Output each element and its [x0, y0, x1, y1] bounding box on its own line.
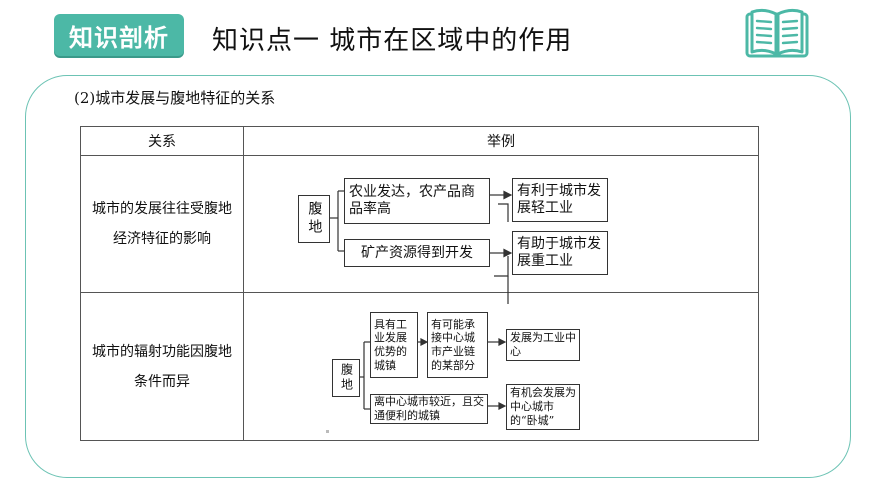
open-book-icon [745, 8, 809, 58]
section-subheading: (2)城市发展与腹地特征的关系 [74, 89, 276, 107]
result-node: 有机会发展为中心城市的“卧城” [506, 384, 580, 430]
result-node: 有利于城市发展轻工业 [512, 178, 608, 222]
feature-node: 具有工业发展优势的城镇 [370, 312, 418, 378]
table-header-row: 关系 举例 [80, 126, 759, 156]
feature-node: 有可能承接中心城市产业链的某部分 [427, 312, 488, 378]
hinterland-node: 腹地 [298, 195, 330, 243]
decorative-dot [326, 430, 329, 433]
table-row: 城市的发展往往受腹地经济特征的影响 [80, 155, 759, 304]
page-title: 知识点一 城市在区域中的作用 [212, 26, 573, 56]
feature-node: 离中心城市较近，且交通便利的城镇 [370, 394, 488, 424]
result-node: 发展为工业中心 [506, 329, 580, 361]
example-diagram-cell [243, 292, 759, 441]
result-node: 有助于城市发展重工业 [512, 231, 608, 275]
section-badge: 知识剖析 [54, 14, 184, 56]
feature-node: 农业发达，农产品商品率高 [344, 178, 490, 224]
relation-table: 关系 举例 城市的发展往往受腹地经济特征的影响 城市的辐射功能因腹地条件而异 [80, 126, 759, 441]
table-row: 城市的辐射功能因腹地条件而异 [80, 292, 759, 441]
relation-cell: 城市的辐射功能因腹地条件而异 [80, 292, 244, 441]
relation-cell: 城市的发展往往受腹地经济特征的影响 [80, 155, 244, 293]
column-header-relation: 关系 [80, 126, 244, 156]
feature-node: 矿产资源得到开发 [344, 239, 490, 267]
hinterland-node: 腹地 [332, 359, 360, 397]
column-header-example: 举例 [243, 126, 759, 156]
